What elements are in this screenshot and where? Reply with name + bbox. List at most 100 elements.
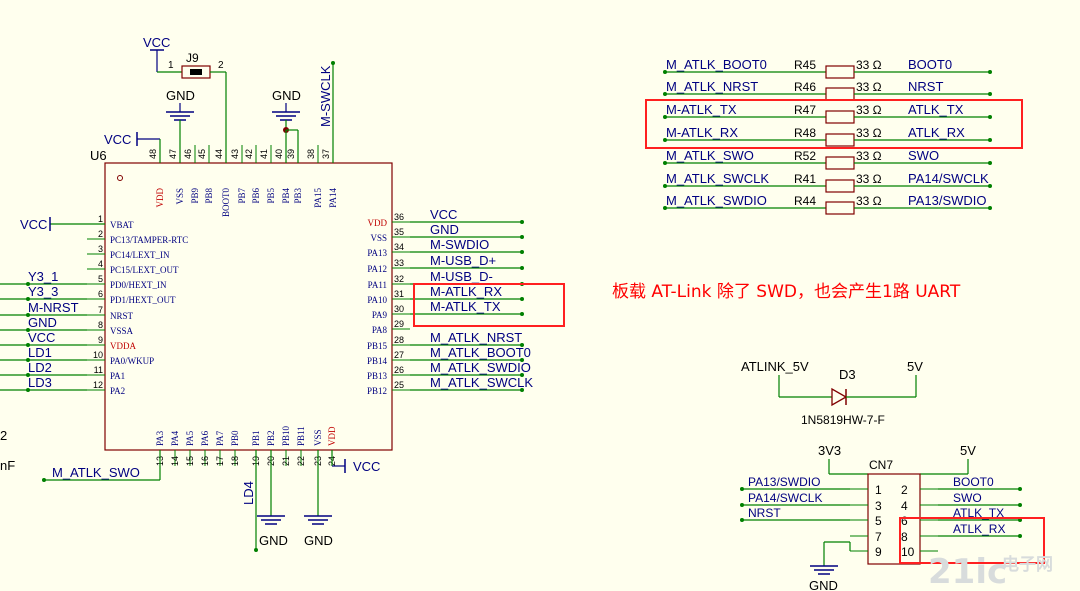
u6-bottom-pin-name: VSS: [313, 429, 323, 446]
vbat-vcc-label: VCC: [20, 217, 47, 232]
u6-right-pin-name: PA10: [367, 295, 387, 305]
swclk-label: M-SWCLK: [318, 65, 333, 127]
u6-right-net-label: M-USB_D-: [430, 269, 493, 284]
u6-bottom-pin-num: 16: [200, 456, 210, 466]
u6-top-pin-num: 43: [230, 149, 240, 159]
u6-bottom-pin-name: PA5: [185, 430, 195, 446]
u6-bottom-pin-name: PB10: [281, 425, 291, 446]
resistor-left-end: [663, 138, 667, 142]
cn7-right-net-label: ATLK_TX: [953, 506, 1004, 520]
cn7-left-pin-num: 5: [875, 514, 882, 528]
u6-top-pin-name: PA15: [313, 188, 323, 208]
d3-in-label: ATLINK_5V: [741, 359, 809, 374]
resistor-left-end: [663, 70, 667, 74]
vdd-top-vcc-label: VCC: [104, 132, 131, 147]
resistor-body: [825, 156, 855, 170]
resistor-body: [825, 110, 855, 124]
u6-top-pin-name: PB5: [266, 188, 276, 204]
u6-right-pin-name: PB14: [367, 356, 388, 366]
u6-bottom-pin-name: PA3: [155, 430, 165, 446]
u6-bottom-pin-num: 22: [296, 456, 306, 466]
cn7-ref: CN7: [869, 458, 893, 472]
u6-left-pin-num: 5: [98, 274, 103, 284]
resistor-body: [825, 201, 855, 215]
u6-top-pin-name: PB7: [237, 188, 247, 204]
cn7-left-net-label: PA14/SWCLK: [748, 491, 822, 505]
u6-right-pin-name: PA9: [372, 310, 388, 320]
u6-bottom-pin-name: PA7: [215, 430, 225, 446]
resistor-right-end: [988, 92, 992, 96]
u6-right-pin-name: PA12: [367, 264, 387, 274]
u6-bottom-pin-name: PB11: [296, 426, 306, 446]
resistor-ref: R45: [794, 58, 816, 72]
resistor-ref: R44: [794, 194, 816, 208]
u6-left-pin-num: 7: [98, 305, 103, 315]
u6-ref: U6: [90, 148, 107, 163]
u6-right-net-label: M-ATLK_TX: [430, 299, 501, 314]
u6-left-pin-num: 10: [93, 350, 103, 360]
u6-top-pin-num: 38: [306, 149, 316, 159]
u6-top-pin-name: PB3: [293, 188, 303, 204]
resistor-right-net: PA13/SWDIO: [908, 193, 987, 208]
u6-left-pin-num: 8: [98, 320, 103, 330]
u6-right-net-end: [520, 388, 524, 392]
j9-ref: J9: [186, 51, 199, 65]
resistor-right-net: SWO: [908, 148, 939, 163]
resistor-right-end: [988, 138, 992, 142]
u6-left-net-label: M-NRST: [28, 300, 79, 315]
u6-bottom-pin-num: 21: [281, 456, 291, 466]
j9-pin1: 1: [168, 60, 174, 71]
u6-right-net-label: M_ATLK_NRST: [430, 330, 522, 345]
ld4-end: [254, 548, 258, 552]
cn7-uart-highlight: [899, 517, 1045, 564]
u6-right-pin-name: PA11: [368, 280, 387, 290]
resistor-left-end: [663, 184, 667, 188]
cn7-left-pin-num: 7: [875, 530, 882, 544]
u6-left-net-end: [26, 373, 30, 377]
u6-right-pin-num: 34: [394, 242, 404, 252]
uart-note: 板载 AT-Link 除了 SWD，也会产生1路 UART: [612, 282, 961, 302]
u6-top-pin-name: VSS: [175, 188, 185, 205]
edge-text-b: nF: [0, 458, 15, 473]
u6-top-pin-name: BOOT0: [221, 188, 231, 217]
u6-right-net-label: VCC: [430, 207, 457, 222]
u6-right-net-label: M-ATLK_RX: [430, 284, 502, 299]
resistor-value: 33 Ω: [856, 80, 882, 94]
u6-right-pin-num: 31: [394, 289, 404, 299]
u6-right-nets: VCCGNDM-SWDIOM-USB_D+M-USB_D-M-ATLK_RXM-…: [410, 207, 533, 392]
u6-right-net-end: [520, 220, 524, 224]
u6-bottom-pin-num: 14: [170, 456, 180, 466]
u6-left-pin-name: VDDA: [110, 341, 136, 351]
u6-left-pin-num: 6: [98, 289, 103, 299]
u6-right-pin-num: 25: [394, 380, 404, 390]
u6-left-net-label: LD1: [28, 345, 52, 360]
u6-top-pin-name: PB9: [190, 188, 200, 204]
u6-top-pin-num: 42: [244, 149, 254, 159]
u6-left-net-label: LD2: [28, 360, 52, 375]
resistor-left-net: M_ATLK_SWCLK: [666, 171, 769, 186]
swo-end: [42, 478, 46, 482]
resistor-value: 33 Ω: [856, 172, 882, 186]
cn7-left-pin-num: 9: [875, 545, 882, 559]
u6-bottom-pin-num: 15: [185, 456, 195, 466]
cn7-left-net-label: PA13/SWDIO: [748, 475, 820, 489]
u6-left-net-label: GND: [28, 315, 57, 330]
u6-top-pin-num: 44: [214, 149, 224, 159]
u6-right-pin-num: 35: [394, 227, 404, 237]
swclk-end: [331, 61, 335, 65]
u6-right-net-end: [520, 297, 524, 301]
cn7-left-net-label: NRST: [748, 506, 781, 520]
u6-left-net-end: [26, 358, 30, 362]
u6-left-pin-name: PA2: [110, 386, 125, 396]
u6-left-pin-name: PA1: [110, 371, 125, 381]
gnd-top-b-label: GND: [272, 88, 301, 103]
u6-right-pin-num: 28: [394, 335, 404, 345]
u6-right-net-end: [520, 343, 524, 347]
u6-left-pin-name: NRST: [110, 311, 134, 321]
u6-left-pin-num: 1: [98, 214, 103, 224]
resistor-value: 33 Ω: [856, 58, 882, 72]
u6-right-pin-name: VSS: [370, 233, 387, 243]
